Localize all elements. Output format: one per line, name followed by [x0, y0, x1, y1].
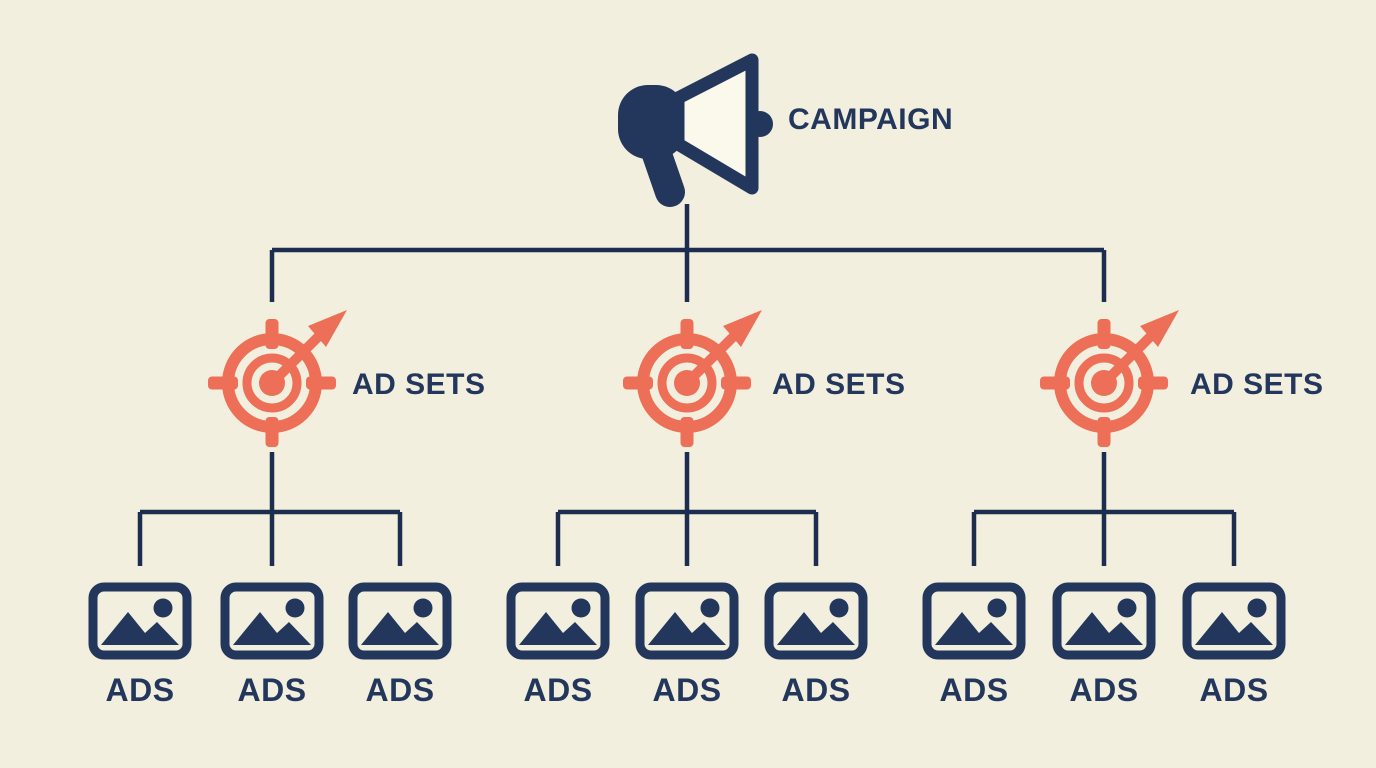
- ad-label: ADS: [781, 672, 851, 708]
- megaphone-icon: [590, 40, 790, 220]
- image-icon: [922, 582, 1026, 660]
- ad-label: ADS: [105, 672, 175, 708]
- image-icon: [764, 582, 868, 660]
- ad-label: ADS: [1199, 672, 1269, 708]
- target-icon: [1036, 305, 1186, 455]
- ad-label: ADS: [365, 672, 435, 708]
- ad-label: ADS: [523, 672, 593, 708]
- image-icon: [220, 582, 324, 660]
- adset-label: AD SETS: [772, 368, 906, 401]
- campaign-label: CAMPAIGN: [788, 103, 954, 136]
- image-icon: [348, 582, 452, 660]
- ad-label: ADS: [237, 672, 307, 708]
- image-icon: [506, 582, 610, 660]
- target-icon: [619, 305, 769, 455]
- image-icon: [88, 582, 192, 660]
- adset-label: AD SETS: [1190, 368, 1324, 401]
- ad-label: ADS: [1069, 672, 1139, 708]
- image-icon: [635, 582, 739, 660]
- ad-label: ADS: [652, 672, 722, 708]
- image-icon: [1182, 582, 1286, 660]
- target-icon: [204, 305, 354, 455]
- image-icon: [1052, 582, 1156, 660]
- ad-label: ADS: [939, 672, 1009, 708]
- adset-label: AD SETS: [352, 368, 486, 401]
